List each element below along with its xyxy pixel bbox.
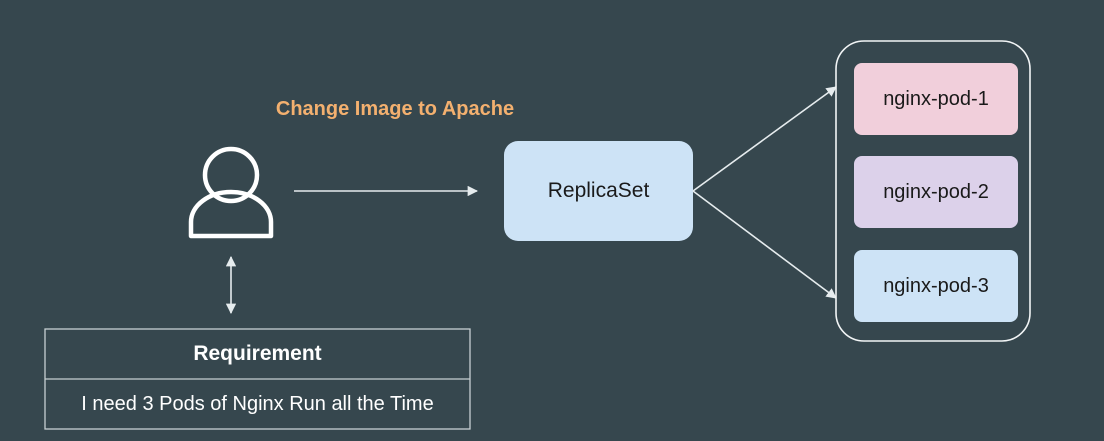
pod-box-2 <box>854 156 1018 228</box>
replicaset-box <box>504 141 693 241</box>
arrow-replicaset-to-pod-3 <box>692 190 837 299</box>
pod-box-3 <box>854 250 1018 322</box>
requirement-title: Requirement <box>193 342 322 365</box>
requirement-table <box>44 328 471 430</box>
arrow-replicaset-to-pod-1 <box>692 86 837 192</box>
requirement-body: I need 3 Pods of Nginx Run all the Time <box>81 392 434 415</box>
pod-label-2: nginx-pod-2 <box>883 180 989 203</box>
change-image-annotation: Change Image to Apache <box>275 97 515 120</box>
pods-container <box>835 40 1031 342</box>
user-icon <box>188 146 274 239</box>
pod-label-1: nginx-pod-1 <box>883 87 989 110</box>
replicaset-label: ReplicaSet <box>547 179 650 202</box>
pod-box-1 <box>854 63 1018 135</box>
pod-label-3: nginx-pod-3 <box>883 274 989 297</box>
